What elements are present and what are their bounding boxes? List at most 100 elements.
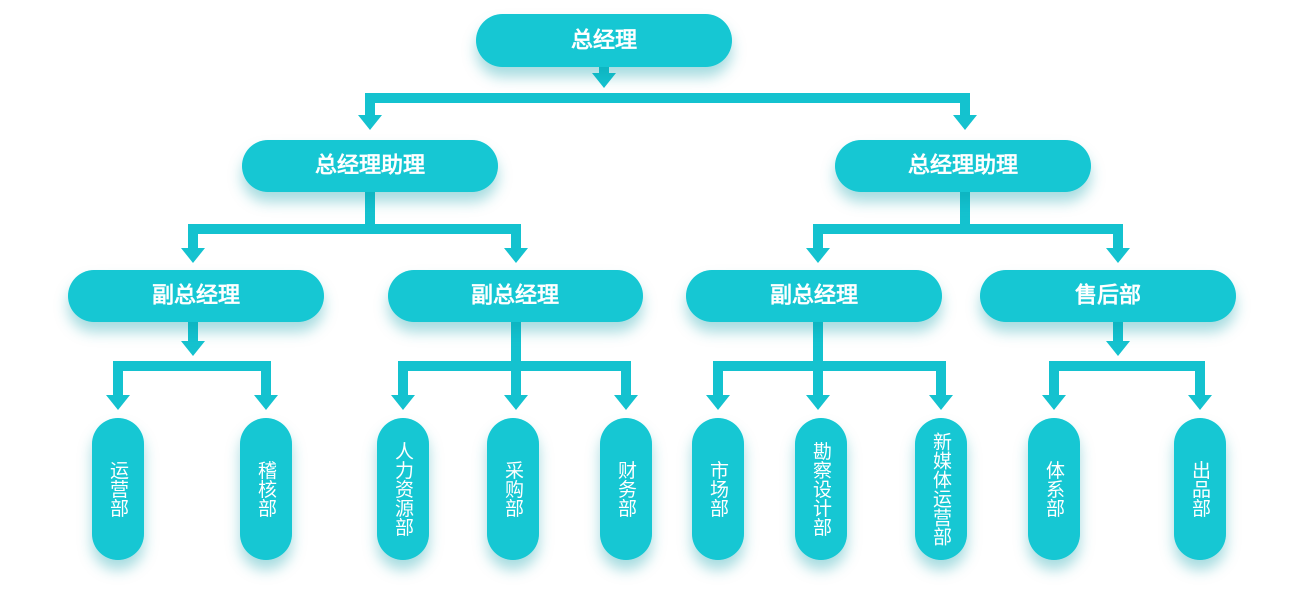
dept-purchasing: 采购部	[487, 418, 539, 560]
assistant-right-stem	[960, 190, 970, 229]
to-dept-purchasing-arrow	[504, 395, 528, 410]
to-after-sales-line	[1113, 229, 1123, 251]
to-dept-yunying-line	[113, 366, 123, 398]
dept-hr-label: 人力资源部	[392, 441, 414, 536]
root-branch-bar	[365, 93, 970, 103]
to-vp-1-line	[188, 229, 198, 251]
to-after-sales-arrow	[1106, 248, 1130, 263]
to-dept-system-arrow	[1042, 395, 1066, 410]
dept-yunying-box	[92, 418, 144, 560]
dept-finance: 财务部	[600, 418, 652, 560]
connector-lines	[106, 66, 1212, 410]
to-dept-finance-line	[621, 366, 631, 398]
to-dept-output-line	[1195, 366, 1205, 398]
to-dept-system-line	[1049, 366, 1059, 398]
assistant-left-stem	[365, 190, 375, 229]
node-vp-2: 副总经理	[388, 270, 643, 322]
assistant-right-branch-bar	[813, 224, 1123, 234]
dept-output-box	[1174, 418, 1226, 560]
dept-new-media-label: 新媒体运营部	[930, 432, 952, 546]
to-vp-3-line	[813, 229, 823, 251]
vp-1-branch-bar	[113, 361, 271, 371]
node-root-label: 总经理	[571, 28, 637, 54]
node-vp-1-label: 副总经理	[152, 283, 240, 309]
dept-hr-box	[377, 418, 429, 560]
to-assistant-left-line	[365, 98, 375, 118]
dept-market-box	[692, 418, 744, 560]
to-assistant-right-arrow	[953, 115, 977, 130]
to-vp-3-arrow	[806, 248, 830, 263]
to-dept-market-arrow	[706, 395, 730, 410]
to-dept-output-arrow	[1188, 395, 1212, 410]
node-vp-2-label: 副总经理	[471, 283, 559, 309]
to-vp-2-arrow	[504, 248, 528, 263]
dept-jihe-label: 稽核部	[255, 460, 277, 517]
dept-jihe: 稽核部	[240, 418, 292, 560]
dept-finance-label: 财务部	[615, 460, 637, 517]
after-sales-down-arrow	[1106, 341, 1130, 356]
dept-jihe-box	[240, 418, 292, 560]
node-assistant-left-label: 总经理助理	[315, 153, 425, 179]
node-after-sales-box	[980, 270, 1236, 322]
to-dept-purchasing-line	[511, 366, 521, 398]
dept-purchasing-box	[487, 418, 539, 560]
node-after-sales: 售后部	[980, 270, 1236, 322]
to-dept-survey-design-line	[813, 366, 823, 398]
root-down-connector-arrow	[592, 73, 616, 88]
to-vp-1-arrow	[181, 248, 205, 263]
to-dept-hr-arrow	[391, 395, 415, 410]
vp-3-stem	[813, 320, 823, 366]
vp-2-stem	[511, 320, 521, 366]
node-vp-3-box	[686, 270, 942, 322]
vp-1-down-arrow	[181, 341, 205, 356]
dept-purchasing-label: 采购部	[502, 460, 524, 517]
to-dept-new-media-line	[936, 366, 946, 398]
node-vp-3: 副总经理	[686, 270, 942, 322]
node-assistant-right: 总经理助理	[835, 140, 1091, 192]
root-down-connector-line	[599, 66, 609, 76]
node-assistant-left: 总经理助理	[242, 140, 498, 192]
node-assistant-right-label: 总经理助理	[908, 153, 1018, 179]
dept-finance-box	[600, 418, 652, 560]
dept-new-media: 新媒体运营部	[915, 418, 967, 560]
to-dept-yunying-arrow	[106, 395, 130, 410]
dept-market-label: 市场部	[707, 460, 729, 517]
node-vp-2-box	[388, 270, 643, 322]
vp-3-branch-bar	[713, 361, 946, 371]
to-assistant-left-arrow	[358, 115, 382, 130]
dept-new-media-box	[915, 418, 967, 560]
dept-output: 出品部	[1174, 418, 1226, 560]
after-sales-branch-bar	[1049, 361, 1205, 371]
dept-yunying: 运营部	[92, 418, 144, 560]
node-root-box	[476, 14, 732, 67]
dept-yunying-label: 运营部	[107, 461, 129, 518]
node-vp-1: 副总经理	[68, 270, 324, 322]
to-dept-new-media-arrow	[929, 395, 953, 410]
after-sales-down-line	[1113, 320, 1123, 344]
dept-hr: 人力资源部	[377, 418, 429, 560]
dept-survey-design-box	[795, 418, 847, 560]
to-dept-jihe-line	[261, 366, 271, 398]
assistant-left-branch-bar	[188, 224, 521, 234]
node-root: 总经理	[476, 14, 732, 67]
dept-survey-design-label: 勘察设计部	[810, 441, 832, 536]
dept-output-label: 出品部	[1189, 460, 1211, 517]
node-vp-1-box	[68, 270, 324, 322]
dept-market: 市场部	[692, 418, 744, 560]
to-dept-jihe-arrow	[254, 395, 278, 410]
vp-1-down-line	[188, 320, 198, 344]
node-vp-3-label: 副总经理	[770, 283, 858, 309]
to-dept-market-line	[713, 366, 723, 398]
dept-system-label: 体系部	[1043, 460, 1065, 517]
dept-system: 体系部	[1028, 418, 1080, 560]
to-dept-hr-line	[398, 366, 408, 398]
node-after-sales-label: 售后部	[1075, 283, 1141, 309]
to-dept-finance-arrow	[614, 395, 638, 410]
to-assistant-right-line	[960, 98, 970, 118]
dept-system-box	[1028, 418, 1080, 560]
to-vp-2-line	[511, 229, 521, 251]
node-assistant-left-box	[242, 140, 498, 192]
dept-survey-design: 勘察设计部	[795, 418, 847, 560]
node-assistant-right-box	[835, 140, 1091, 192]
